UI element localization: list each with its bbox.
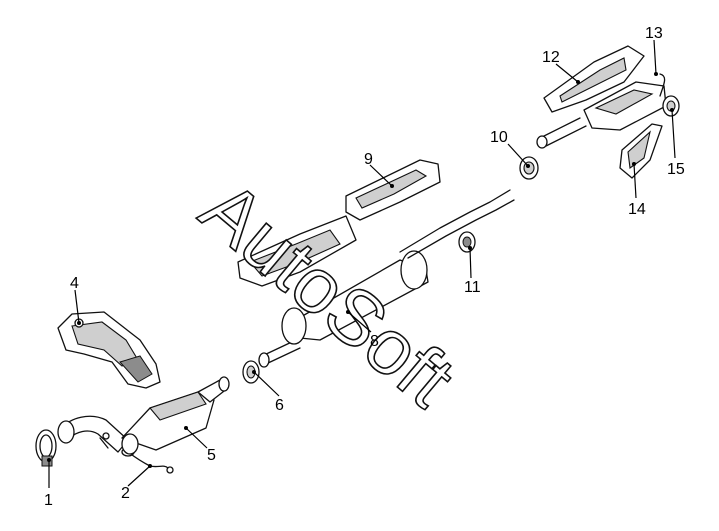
part-8-intermediate-silencer [258, 189, 515, 368]
part-4-heat-shield [57, 311, 161, 389]
part-13-rear-silencer [536, 73, 667, 149]
callout-10: 10 [490, 129, 508, 146]
part-6-clamp [242, 360, 260, 384]
part-10-clamp [519, 156, 539, 180]
callout-8: 8 [370, 333, 379, 350]
callout-15: 15 [667, 161, 685, 178]
callout-4: 4 [70, 275, 79, 292]
callout-1: 1 [44, 492, 53, 509]
part-11-rubber-mount [458, 231, 476, 253]
part-5-catalytic-converter [121, 376, 230, 455]
downpipe [57, 415, 129, 453]
callout-leaders [47, 39, 676, 488]
callout-14: 14 [628, 201, 646, 218]
part-1-clamp [35, 429, 57, 467]
callout-11: 11 [464, 279, 481, 296]
part-12-heat-shield [543, 45, 645, 113]
callout-13: 13 [645, 25, 663, 42]
callout-labels: 1 2 4 5 6 8 9 10 11 12 13 14 15 [44, 25, 685, 509]
callout-5: 5 [207, 447, 216, 464]
callout-9: 9 [364, 151, 373, 168]
callout-6: 6 [275, 397, 284, 414]
part-15-clamp [662, 95, 680, 117]
part-14-bracket [619, 123, 663, 179]
callout-12: 12 [542, 49, 560, 66]
part-9-heat-shield [237, 159, 441, 287]
callout-2: 2 [121, 485, 130, 502]
